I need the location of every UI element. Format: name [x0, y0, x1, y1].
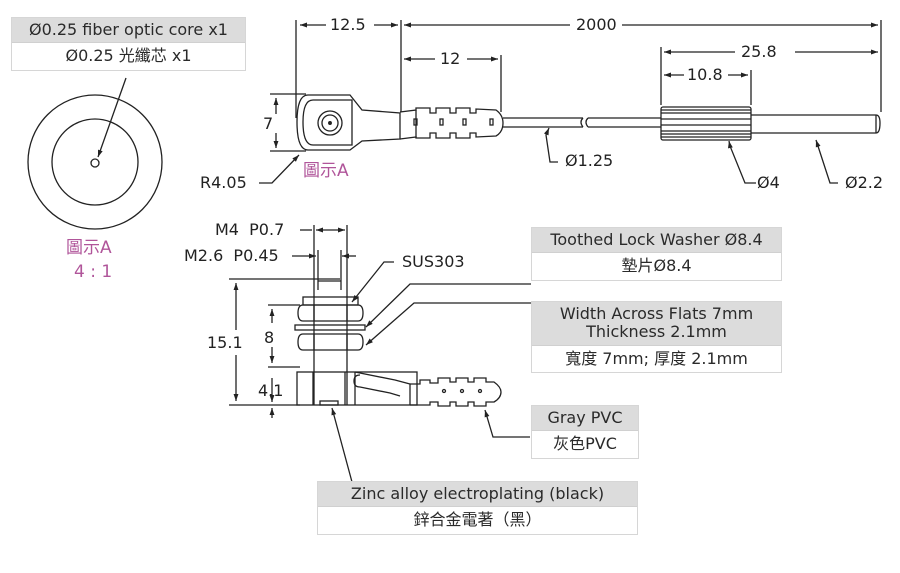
dim-total-height: 15.1 [207, 333, 243, 352]
callout-nut-en-line2: Thickness 2.1mm [586, 322, 727, 342]
dim-nut-stack: 8 [264, 328, 275, 347]
dim-ferrule-total: 25.8 [741, 42, 777, 61]
dim-thread-inner: M2.6 P0.45 [184, 246, 279, 265]
core-leader [97, 77, 127, 158]
callout-nut-zh: 寬度 7mm; 厚度 2.1mm [532, 344, 781, 372]
material-label: SUS303 [402, 252, 465, 271]
detail-view-a [27, 77, 163, 230]
dim-lug-height: 7 [263, 114, 274, 133]
detail-view-scale: 4 : 1 [74, 262, 113, 282]
callout-fiber-core-en: Ø0.25 fiber optic core x1 [12, 18, 245, 43]
side-view-connector [294, 225, 502, 407]
callout-boot: Gray PVC 灰色PVC [531, 405, 639, 459]
top-view-detail-ref: 圖示A [303, 161, 349, 181]
callout-nut: Width Across Flats 7mm Thickness 2.1mm 寬… [531, 301, 782, 373]
dim-lug-length: 12.5 [330, 15, 366, 34]
top-view-connector [296, 94, 881, 151]
callout-body-en: Zinc alloy electroplating (black) [318, 482, 637, 507]
dim-thread-outer: M4 P0.7 [215, 220, 285, 239]
callout-boot-zh: 灰色PVC [532, 430, 638, 458]
top-view-dimensions [259, 20, 882, 184]
dim-sleeve-length: 10.8 [687, 65, 723, 84]
callout-body-zh: 鋅合金電著（黑） [318, 506, 637, 534]
side-view-dimensions [229, 227, 531, 483]
callout-washer: Toothed Lock Washer Ø8.4 墊片Ø8.4 [531, 227, 782, 281]
dim-base-height: 4.1 [258, 381, 284, 400]
dim-total-length: 2000 [576, 15, 617, 34]
dim-sleeve-dia: Ø4 [757, 173, 780, 192]
callout-nut-en-line1: Width Across Flats 7mm [559, 304, 754, 323]
dim-tip-dia: Ø2.2 [845, 173, 884, 192]
dim-lug-radius: R4.05 [200, 173, 247, 192]
callout-nut-en: Width Across Flats 7mm Thickness 2.1mm [532, 302, 781, 345]
dim-boot-length: 12 [440, 49, 461, 68]
callout-fiber-core: Ø0.25 fiber optic core x1 Ø0.25 光纖芯 x1 [11, 17, 246, 71]
callout-boot-en: Gray PVC [532, 406, 638, 431]
detail-view-label: 圖示A [66, 238, 112, 258]
callout-washer-en: Toothed Lock Washer Ø8.4 [532, 228, 781, 253]
fiber-core [90, 158, 100, 168]
callout-body: Zinc alloy electroplating (black) 鋅合金電著（… [317, 481, 638, 535]
callout-washer-zh: 墊片Ø8.4 [532, 252, 781, 280]
callout-fiber-core-zh: Ø0.25 光纖芯 x1 [12, 42, 245, 70]
inner-ring [51, 118, 139, 206]
dim-cable-dia: Ø1.25 [565, 151, 614, 170]
outer-ring [27, 94, 163, 230]
